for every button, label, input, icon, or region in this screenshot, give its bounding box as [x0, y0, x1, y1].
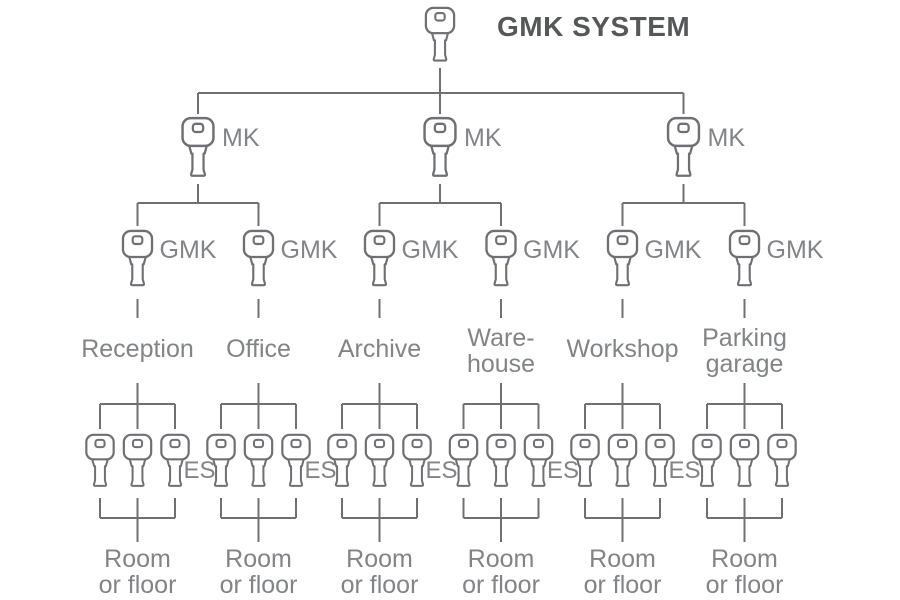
branch-label: Reception	[81, 335, 194, 363]
bracket-bottom	[584, 498, 661, 542]
diagram-title: GMK SYSTEM	[497, 11, 690, 42]
sub-key-icon	[607, 433, 638, 487]
room-label-line2: or floor	[706, 571, 784, 599]
connector-mk2-to-gmk	[378, 184, 502, 226]
branch-workshop: Workshop ES Room or floor	[566, 299, 701, 599]
branch-office: Office ES Room or floor	[206, 299, 337, 599]
bracket-bottom	[220, 498, 297, 542]
group-master-key-icon-6	[728, 229, 761, 287]
sub-key-icon	[122, 433, 153, 487]
connector-mk3-to-gmk	[621, 184, 746, 226]
group-master-key-icon-4	[485, 229, 517, 287]
group-master-key-icon-1	[121, 229, 154, 287]
bracket-bottom	[99, 498, 176, 542]
branch-label-line1: Ware-	[467, 324, 534, 352]
sub-key-icon	[729, 433, 760, 487]
room-label-line2: or floor	[341, 571, 419, 599]
group-master-key-icon-5	[606, 229, 639, 287]
room-label-line1: Room	[468, 545, 535, 573]
sub-key-icon	[243, 433, 274, 487]
grand-master-key-icon	[424, 6, 456, 62]
master-key-icon-2	[423, 116, 457, 178]
branch-label-line2: garage	[706, 350, 784, 378]
bracket-top	[462, 383, 540, 429]
mk-label-2: MK	[464, 124, 502, 152]
master-key-icon-3	[666, 116, 701, 178]
room-label-line2: or floor	[99, 571, 177, 599]
branch-label: Workshop	[566, 335, 678, 363]
sub-key-icon	[767, 433, 797, 487]
branch-label: Archive	[338, 335, 421, 363]
mk-label-3: MK	[708, 124, 746, 152]
gmk-label-6: GMK	[767, 236, 824, 264]
bracket-bottom	[462, 498, 540, 542]
branch-warehouse: Ware- house ES Room or floor	[448, 299, 579, 599]
bracket-top	[220, 383, 297, 429]
bracket-top	[99, 383, 176, 429]
branch-archive: Archive ES Room or floor	[327, 299, 458, 599]
sub-key-icon	[364, 433, 395, 487]
mk-level: MK MK MK	[136, 116, 746, 226]
room-label-line2: or floor	[220, 571, 298, 599]
es-label: ES	[547, 457, 579, 484]
es-label: ES	[305, 457, 337, 484]
connector-mk1-to-gmk	[136, 184, 260, 226]
es-label: ES	[184, 457, 216, 484]
room-label-line2: or floor	[584, 571, 662, 599]
branch-reception: Reception ES Room or floor	[81, 299, 216, 599]
room-label-line1: Room	[104, 545, 171, 573]
mk-label-1: MK	[222, 124, 260, 152]
gmk-label-5: GMK	[645, 236, 702, 264]
bracket-bottom	[706, 498, 783, 542]
gmk-label-3: GMK	[402, 236, 459, 264]
es-label: ES	[669, 457, 701, 484]
branch-parking-garage: Parking garage Room or floor	[692, 299, 797, 599]
room-label-line1: Room	[225, 545, 292, 573]
group-master-key-icon-2	[242, 229, 275, 287]
room-label-line1: Room	[711, 545, 778, 573]
gmk-label-2: GMK	[281, 236, 338, 264]
gmk-label-4: GMK	[523, 236, 580, 264]
branch-label: Office	[226, 335, 291, 363]
sub-key-icon	[486, 433, 516, 487]
sub-key-icon	[85, 433, 115, 487]
bracket-top	[706, 383, 783, 429]
branch-label-line2: house	[467, 350, 535, 378]
es-label: ES	[426, 457, 458, 484]
group-master-key-icon-3	[363, 229, 396, 287]
bracket-bottom	[341, 498, 418, 542]
room-label-line2: or floor	[462, 571, 540, 599]
connector-root-to-mk	[197, 68, 685, 114]
branch-label-line1: Parking	[702, 324, 787, 352]
bracket-top	[584, 383, 661, 429]
master-key-icon-1	[181, 116, 215, 178]
gmk-label-1: GMK	[160, 236, 217, 264]
root-level: GMK SYSTEM	[197, 6, 690, 114]
room-label-line1: Room	[589, 545, 656, 573]
room-label-line1: Room	[346, 545, 413, 573]
gmk-level: GMK GMK GMK GMK GMK GMK	[121, 229, 824, 287]
bracket-top	[341, 383, 418, 429]
